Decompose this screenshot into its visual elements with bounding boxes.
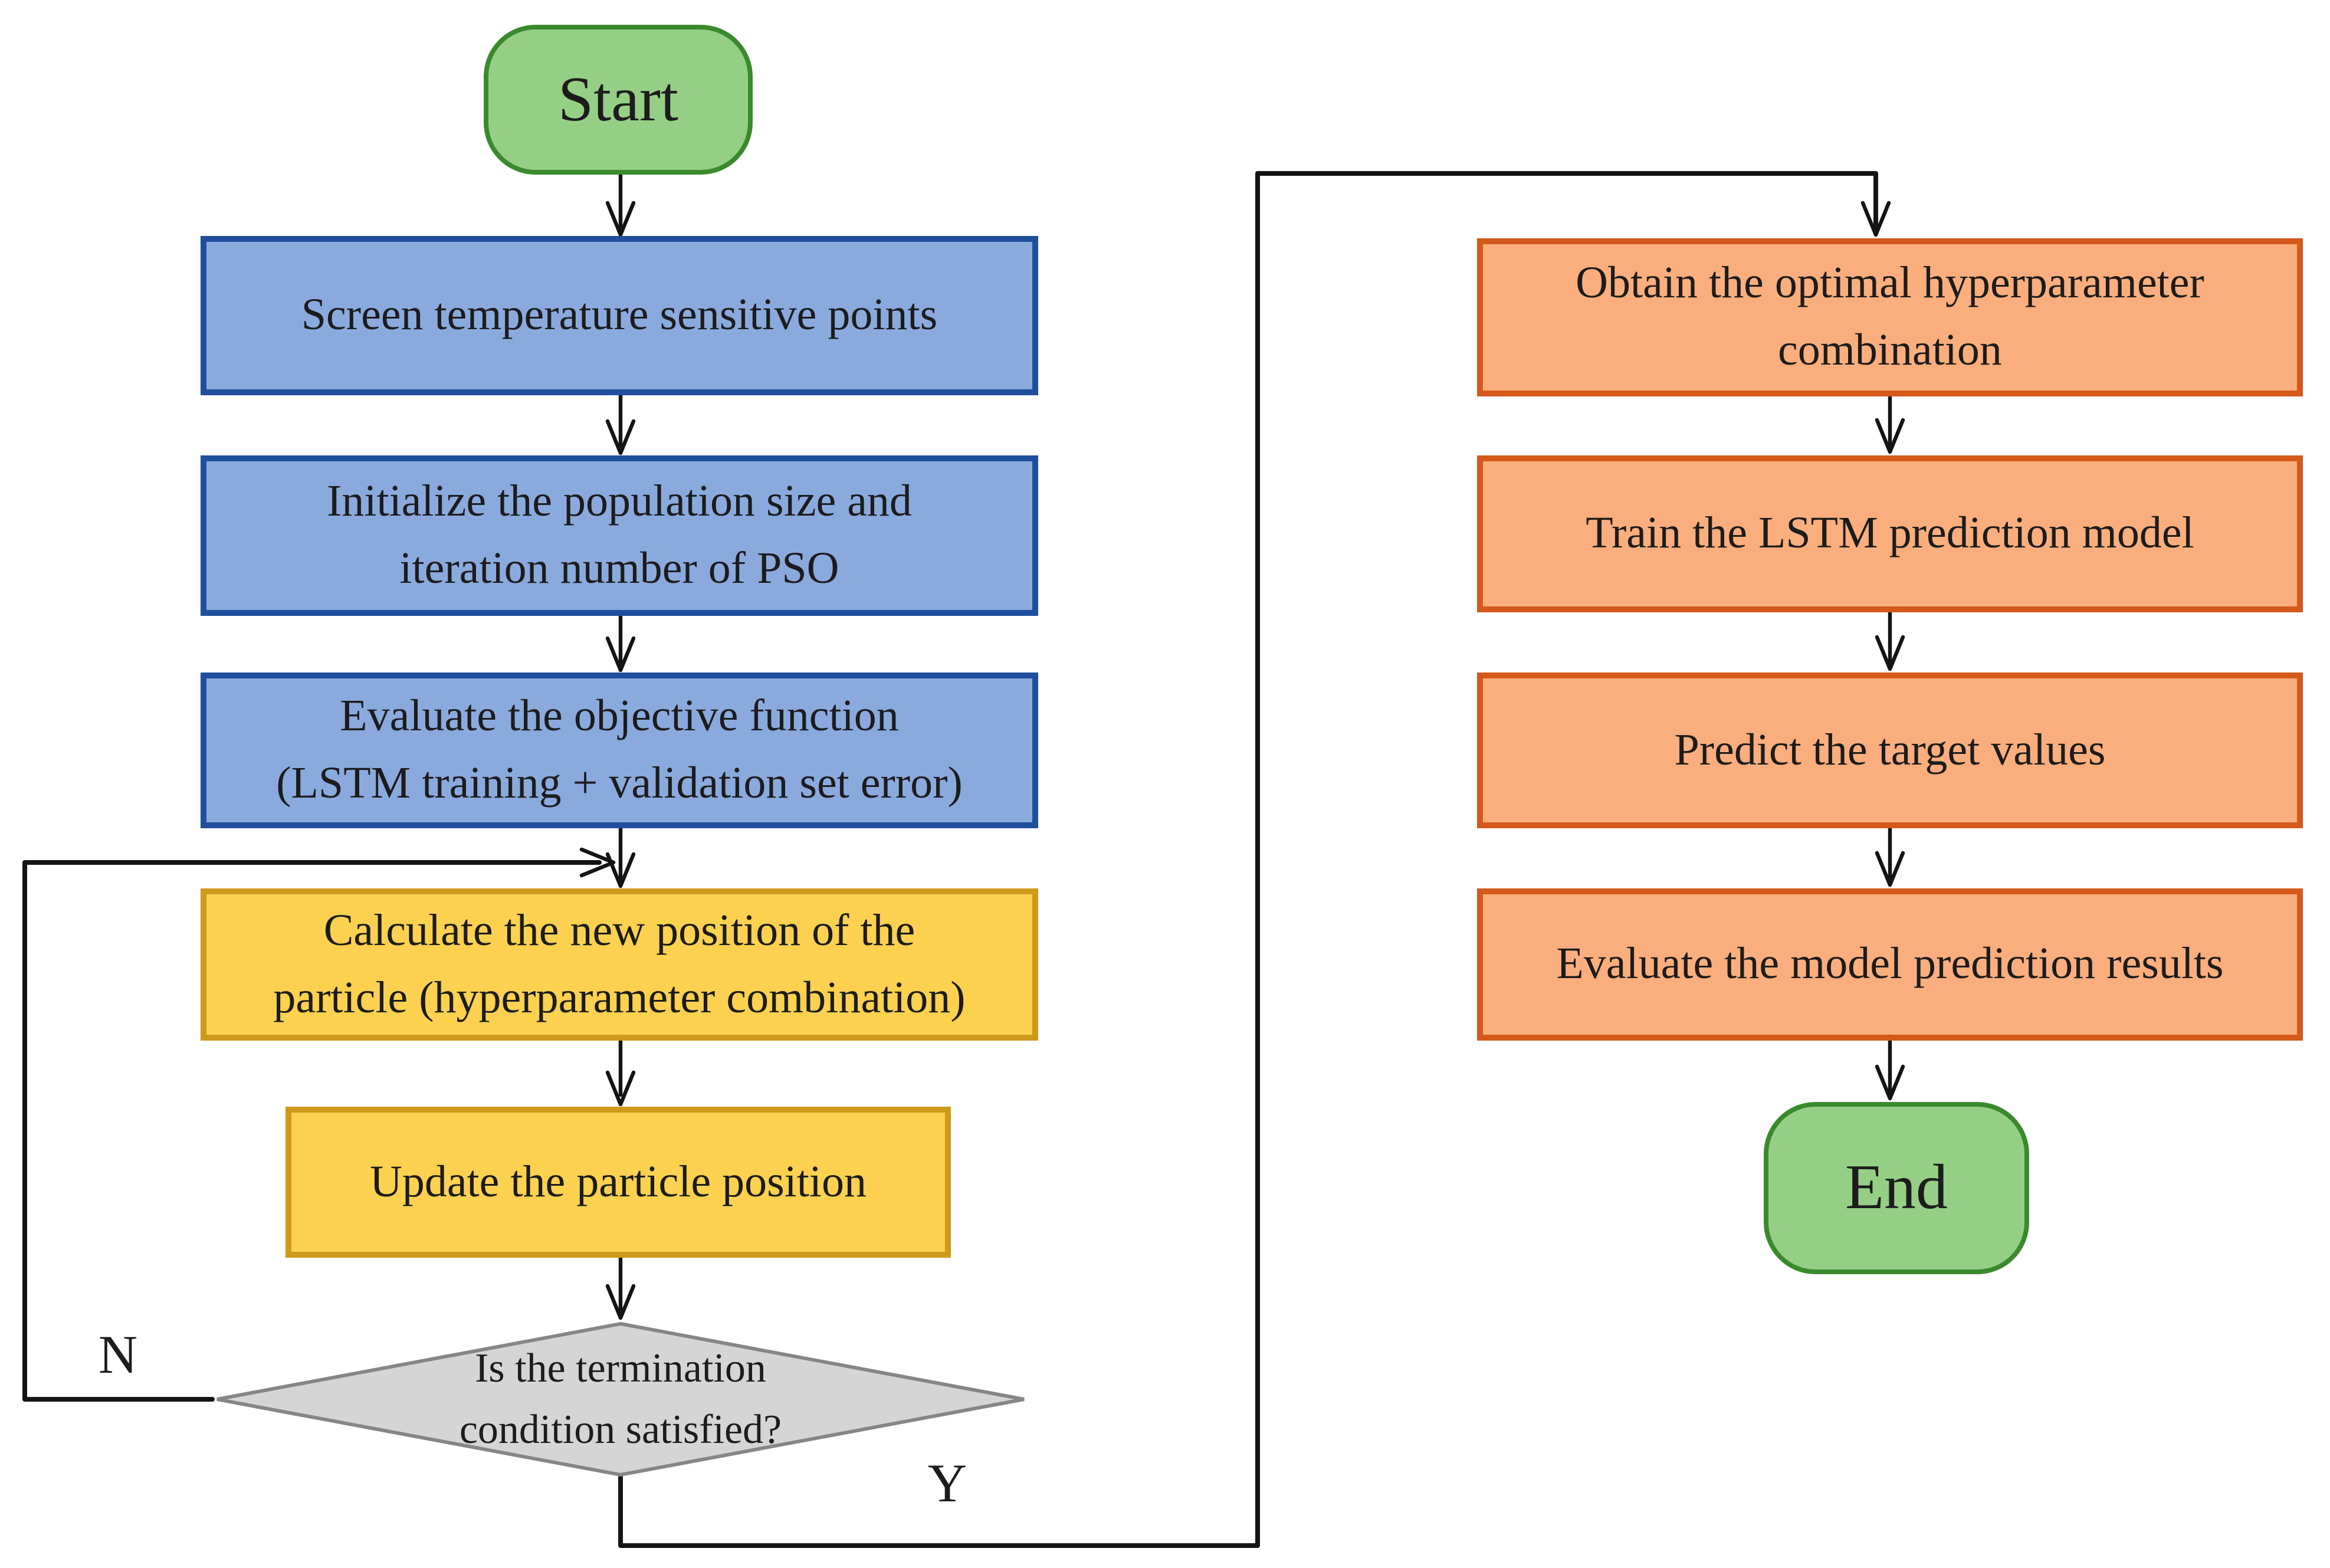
process-screen-points: Screen temperature sensitive points: [201, 236, 1038, 395]
edge-evaluate-results-to-end: [1875, 1038, 1905, 1101]
edge-label-yes: Y: [927, 1453, 967, 1513]
edge-evaluate-to-calculate: [605, 826, 636, 888]
process-predict-targets-label: Predict the target values: [1674, 725, 2106, 775]
process-update-position-label: Update the particle position: [369, 1157, 867, 1206]
process-obtain-optimal: Obtain the optimal hyperparameter combin…: [1477, 238, 2303, 396]
start-node-label: Start: [558, 63, 678, 135]
decision-termination-label: Is the termination condition satisfied?: [459, 1344, 782, 1452]
process-evaluate-objective-label: Evaluate the objective function (LSTM tr…: [276, 691, 963, 808]
start-node: Start: [484, 25, 753, 175]
end-node: End: [1764, 1102, 2029, 1274]
edge-train-to-predict: [1875, 610, 1905, 671]
edge-start-to-screen: [605, 172, 636, 237]
edge-predict-to-evaluate-results: [1875, 826, 1905, 887]
decision-diamond-shape: [216, 1321, 1025, 1477]
edge-screen-to-init: [605, 393, 636, 455]
edge-init-to-evaluate: [605, 614, 636, 673]
process-obtain-optimal-label: Obtain the optimal hyperparameter combin…: [1576, 258, 2204, 375]
process-evaluate-objective: Evaluate the objective function (LSTM tr…: [201, 673, 1038, 828]
process-evaluate-results-label: Evaluate the model prediction results: [1556, 939, 2224, 989]
process-evaluate-results: Evaluate the model prediction results: [1477, 888, 2303, 1041]
end-node-label: End: [1845, 1152, 1948, 1223]
process-calculate-position: Calculate the new position of the partic…: [201, 888, 1038, 1041]
process-init-pso-label: Initialize the population size and itera…: [327, 477, 912, 593]
process-calculate-position-label: Calculate the new position of the partic…: [273, 906, 966, 1022]
process-predict-targets: Predict the target values: [1477, 673, 2303, 828]
edge-obtain-to-train: [1875, 394, 1905, 454]
process-screen-points-label: Screen temperature sensitive points: [301, 290, 938, 340]
decision-termination: Is the termination condition satisfied?: [212, 1321, 1029, 1477]
process-train-lstm: Train the LSTM prediction model: [1477, 455, 2303, 612]
process-update-position: Update the particle position: [285, 1107, 951, 1258]
edge-calculate-to-update: [605, 1038, 636, 1107]
process-train-lstm-label: Train the LSTM prediction model: [1586, 509, 2194, 558]
process-init-pso: Initialize the population size and itera…: [201, 455, 1038, 616]
edge-label-no: N: [98, 1324, 138, 1385]
edge-update-to-decision: [605, 1255, 636, 1320]
